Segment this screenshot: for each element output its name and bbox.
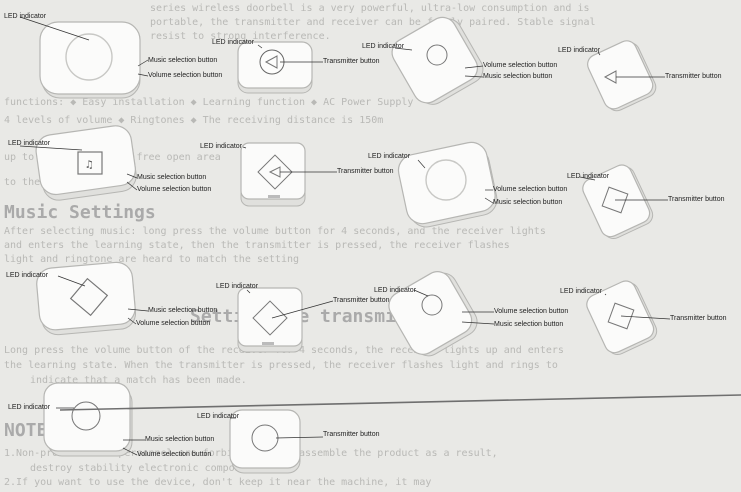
led-indicator-label: LED indicator bbox=[8, 140, 51, 147]
transmitter-button-label: Transmitter button bbox=[668, 196, 725, 203]
led-indicator-label: LED indicator bbox=[200, 143, 243, 150]
transmitter-button-label: Transmitter button bbox=[665, 73, 722, 80]
music-selection-label: Music selection button bbox=[483, 73, 552, 80]
receiver-3: ♫ bbox=[20, 124, 138, 203]
fold-line bbox=[60, 395, 741, 410]
transmitter-button-label: Transmitter button bbox=[337, 168, 394, 175]
music-selection-label: Music selection button bbox=[148, 307, 217, 314]
receiver-5 bbox=[35, 261, 148, 336]
transmitter-button-label: Transmitter button bbox=[323, 58, 380, 65]
music-selection-label: Music selection button bbox=[145, 436, 214, 443]
transmitter-1 bbox=[238, 42, 323, 93]
led-indicator-label: LED indicator bbox=[560, 288, 603, 295]
led-indicator-label: LED indicator bbox=[4, 13, 47, 20]
transmitter-button-label: Transmitter button bbox=[333, 297, 390, 304]
volume-selection-label: Volume selection button bbox=[137, 451, 211, 458]
led-indicator-label: LED indicator bbox=[558, 47, 601, 54]
receiver-4 bbox=[395, 139, 499, 230]
transmitter-button-label: Transmitter button bbox=[323, 431, 380, 438]
transmitter-button-label: Transmitter button bbox=[670, 315, 727, 322]
volume-selection-label: Volume selection button bbox=[494, 308, 568, 315]
led-indicator-label: LED indicator bbox=[8, 404, 51, 411]
led-indicator-label: LED indicator bbox=[212, 39, 255, 46]
receiver-7 bbox=[44, 383, 145, 456]
music-selection-label: Music selection button bbox=[493, 199, 562, 206]
receiver-2 bbox=[387, 10, 488, 111]
volume-selection-label: Volume selection button bbox=[136, 320, 210, 327]
transmitter-3 bbox=[241, 143, 337, 206]
transmitter-5 bbox=[238, 288, 333, 352]
volume-selection-label: Volume selection button bbox=[148, 72, 222, 79]
receiver-6 bbox=[384, 265, 494, 363]
music-note-icon: ♫ bbox=[86, 158, 93, 171]
led-indicator-label: LED indicator bbox=[6, 272, 49, 279]
music-selection-label: Music selection button bbox=[137, 174, 206, 181]
led-indicator-label: LED indicator bbox=[197, 413, 240, 420]
led-indicator-label: LED indicator bbox=[216, 283, 259, 290]
music-selection-label: Music selection button bbox=[148, 57, 217, 64]
transmitter-7 bbox=[230, 410, 323, 473]
volume-selection-label: Volume selection button bbox=[493, 186, 567, 193]
led-indicator-label: LED indicator bbox=[368, 153, 411, 160]
led-indicator-label: LED indicator bbox=[567, 173, 610, 180]
receiver-1 bbox=[20, 17, 148, 98]
led-indicator-label: LED indicator bbox=[362, 43, 405, 50]
volume-selection-label: Volume selection button bbox=[483, 62, 557, 69]
volume-selection-label: Volume selection button bbox=[137, 186, 211, 193]
led-indicator-label: LED indicator bbox=[374, 287, 417, 294]
music-selection-label: Music selection button bbox=[494, 321, 563, 328]
